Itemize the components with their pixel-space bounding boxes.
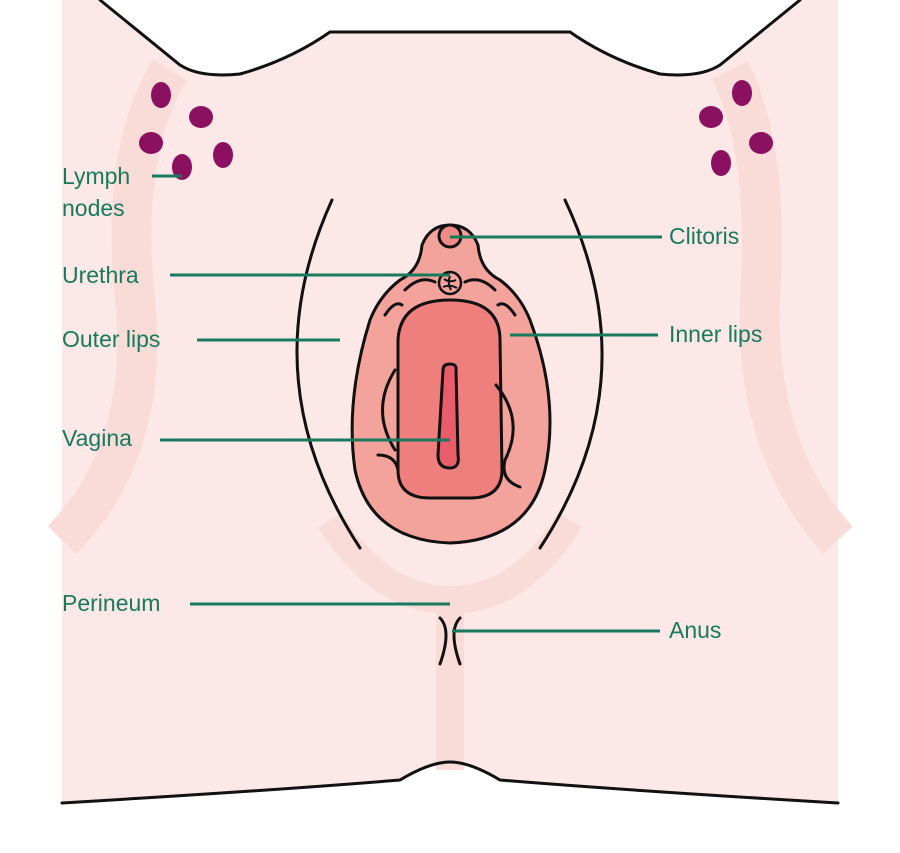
fold-top-left [383,278,437,317]
label-lymph-nodes-line2: nodes [62,195,125,221]
inner-lip-fold-left [376,368,400,472]
label-urethra: Urethra [62,262,139,288]
lymph-node [139,132,163,154]
lymph-node [151,82,171,108]
lymph-node [213,142,233,168]
label-anus: Anus [669,617,721,643]
body-outline-top [98,0,802,77]
left-groin-shade [47,59,188,554]
lymph-node [699,106,723,128]
outer-lip-right [538,198,604,550]
label-inner-lips: Inner lips [669,321,762,347]
label-lymph-nodes-line1: Lymph [62,163,130,189]
lymph-node [732,80,752,106]
lymph-node [189,106,213,128]
label-clitoris: Clitoris [669,223,739,249]
label-outer-lips: Outer lips [62,326,160,352]
fold-top-right [463,278,517,317]
anus-symbol [438,616,462,666]
urethra-swirl [442,275,458,291]
lymph-nodes [139,80,773,180]
lymph-node [749,132,773,154]
lymph-node [172,154,192,180]
body-outline-bottom [60,760,840,805]
urethra-opening [437,270,463,296]
inner-lip-fold-right [494,383,522,489]
lymph-node [711,150,731,176]
outer-lip-left [295,198,362,550]
right-groin-shade [711,61,853,554]
vagina-opening [436,362,460,470]
perineum-shade [318,512,582,770]
label-perineum: Perineum [62,590,160,616]
label-vagina: Vagina [62,425,132,451]
